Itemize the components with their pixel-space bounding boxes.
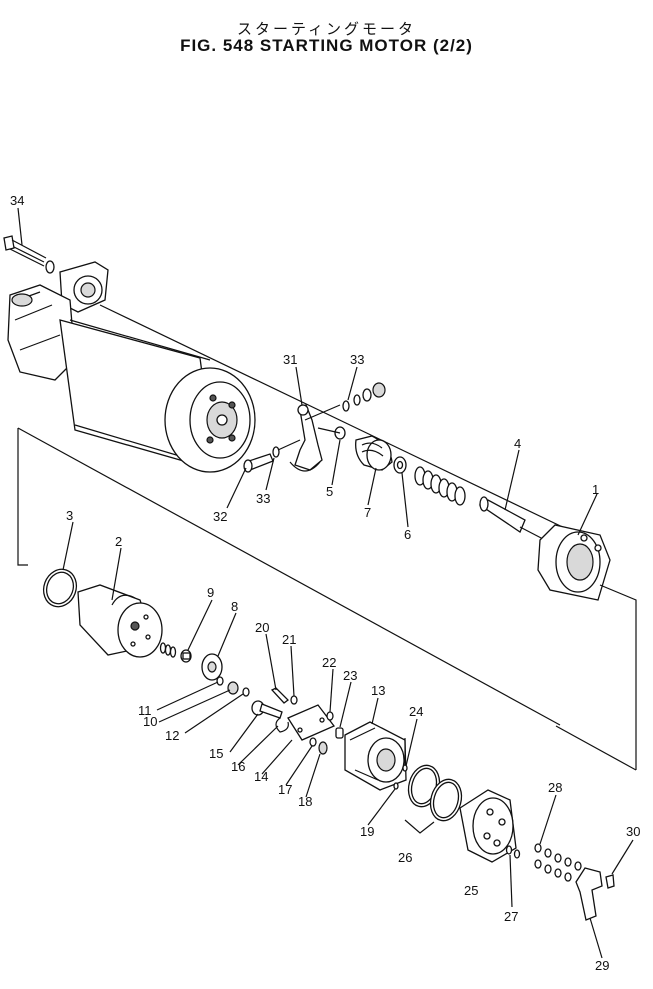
callout-28: 28 bbox=[548, 780, 562, 795]
callout-25: 25 bbox=[464, 883, 478, 898]
upper-parts bbox=[243, 382, 611, 601]
callout-22: 22 bbox=[322, 655, 336, 670]
callout-9: 9 bbox=[207, 585, 214, 600]
callout-14: 14 bbox=[254, 769, 268, 784]
callout-6: 6 bbox=[404, 527, 411, 542]
figure-title: FIG. 548 STARTING MOTOR (2/2) bbox=[180, 36, 473, 55]
callout-7: 7 bbox=[364, 505, 371, 520]
leader-lines bbox=[17, 207, 634, 959]
callout-30: 30 bbox=[626, 824, 640, 839]
callout-21: 21 bbox=[282, 632, 296, 647]
callout-23: 23 bbox=[343, 668, 357, 683]
callout-17: 17 bbox=[278, 782, 292, 797]
callout-4: 4 bbox=[514, 436, 521, 451]
callout-10: 10 bbox=[143, 714, 157, 729]
callout-20: 20 bbox=[255, 620, 269, 635]
assembly-brackets bbox=[17, 427, 637, 771]
callout-26: 26 bbox=[398, 850, 412, 865]
callout-24: 24 bbox=[409, 704, 423, 719]
callout-29: 29 bbox=[595, 958, 609, 973]
callout-32: 32 bbox=[213, 509, 227, 524]
callout-11: 11 bbox=[138, 703, 152, 718]
japanese-title: スターティングモータ bbox=[236, 20, 417, 38]
callout-1: 1 bbox=[592, 482, 599, 497]
callout-12: 12 bbox=[165, 728, 179, 743]
callout-18: 18 bbox=[298, 794, 312, 809]
callout-8: 8 bbox=[231, 599, 238, 614]
callout-5: 5 bbox=[326, 484, 333, 499]
callout-34: 34 bbox=[10, 193, 24, 208]
callout-2: 2 bbox=[115, 534, 122, 549]
motor-body bbox=[3, 235, 601, 546]
callout-labels: 1 2 3 4 5 6 7 8 9 10 11 12 13 14 15 16 1… bbox=[10, 193, 640, 973]
callout-3: 3 bbox=[66, 508, 73, 523]
callout-15: 15 bbox=[209, 746, 223, 761]
callout-13: 13 bbox=[371, 683, 385, 698]
callout-33-lower: 33 bbox=[256, 491, 270, 506]
callout-33-upper: 33 bbox=[350, 352, 364, 367]
callout-27: 27 bbox=[504, 909, 518, 924]
callout-19: 19 bbox=[360, 824, 374, 839]
callout-31: 31 bbox=[283, 352, 297, 367]
lower-parts bbox=[42, 568, 615, 921]
callout-16: 16 bbox=[231, 759, 245, 774]
